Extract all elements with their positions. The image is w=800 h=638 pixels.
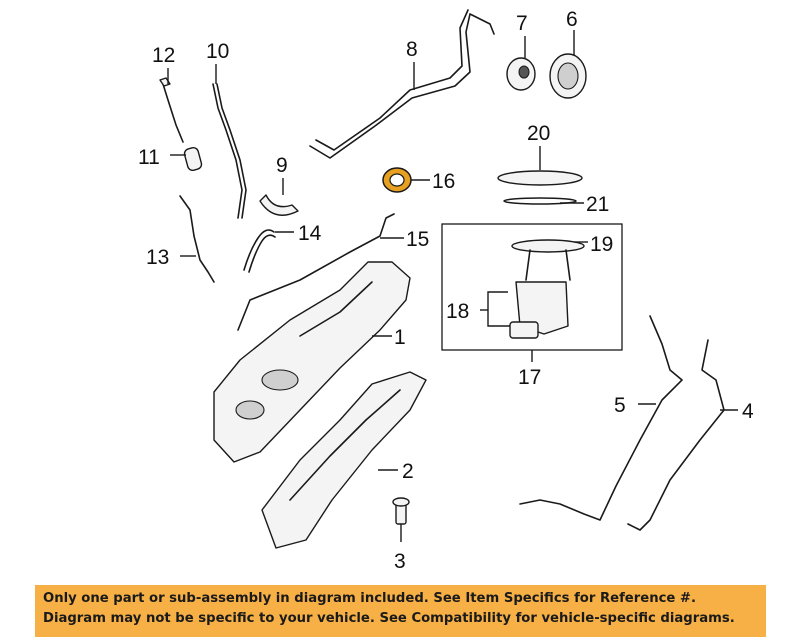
part-16-lock-ring [382, 167, 430, 193]
part-20-seal [497, 146, 583, 186]
disclaimer-line-1: Only one part or sub-assembly in diagram… [43, 591, 696, 606]
part-7-cap [506, 36, 536, 91]
part-2-skid-plate [261, 371, 427, 549]
callout-11: 11 [138, 146, 160, 169]
disclaimer-line-2: Diagram may not be specific to your vehi… [43, 611, 735, 626]
part-3-bolt [392, 497, 410, 542]
callout-15: 15 [406, 228, 429, 251]
callout-2: 2 [402, 460, 414, 483]
part-9-hose [259, 178, 299, 216]
callout-16: 16 [432, 170, 455, 193]
part-4-fuel-line [627, 339, 738, 531]
callout-4: 4 [742, 400, 754, 423]
callout-1: 1 [394, 326, 406, 349]
part-21-oring [503, 197, 584, 205]
exploded-parts-diagram: 12 10 8 7 6 11 9 16 20 21 14 15 19 13 18… [138, 8, 754, 573]
part-15-vent-line [237, 213, 404, 331]
callout-21: 21 [586, 193, 609, 216]
callout-9: 9 [276, 154, 288, 177]
part-14-hose [243, 229, 294, 273]
callout-17: 17 [518, 366, 541, 389]
callout-5: 5 [614, 394, 626, 417]
callout-10: 10 [206, 40, 229, 63]
callout-3: 3 [394, 550, 406, 573]
part-19-flange [511, 239, 588, 281]
callout-8: 8 [406, 38, 418, 61]
callout-13: 13 [146, 246, 169, 269]
part-18-pump [480, 281, 569, 339]
part-11-clip [170, 146, 203, 172]
part-1-fuel-tank [213, 261, 411, 463]
part-8-filler-tube [309, 9, 495, 159]
disclaimer-banner: Only one part or sub-assembly in diagram… [35, 585, 766, 637]
part-6-filler-cap [549, 30, 587, 99]
callout-7: 7 [516, 12, 528, 35]
part-13-line [179, 195, 215, 283]
callout-20: 20 [527, 122, 550, 145]
part-12-rod [159, 68, 184, 143]
callout-19: 19 [590, 233, 613, 256]
callout-14: 14 [298, 222, 322, 245]
part-17-module-box [441, 223, 623, 362]
part-10-hose [212, 64, 247, 219]
callout-12: 12 [152, 44, 175, 67]
part-5-fuel-line [519, 315, 683, 521]
callout-18: 18 [446, 300, 469, 323]
callout-6: 6 [566, 8, 578, 31]
